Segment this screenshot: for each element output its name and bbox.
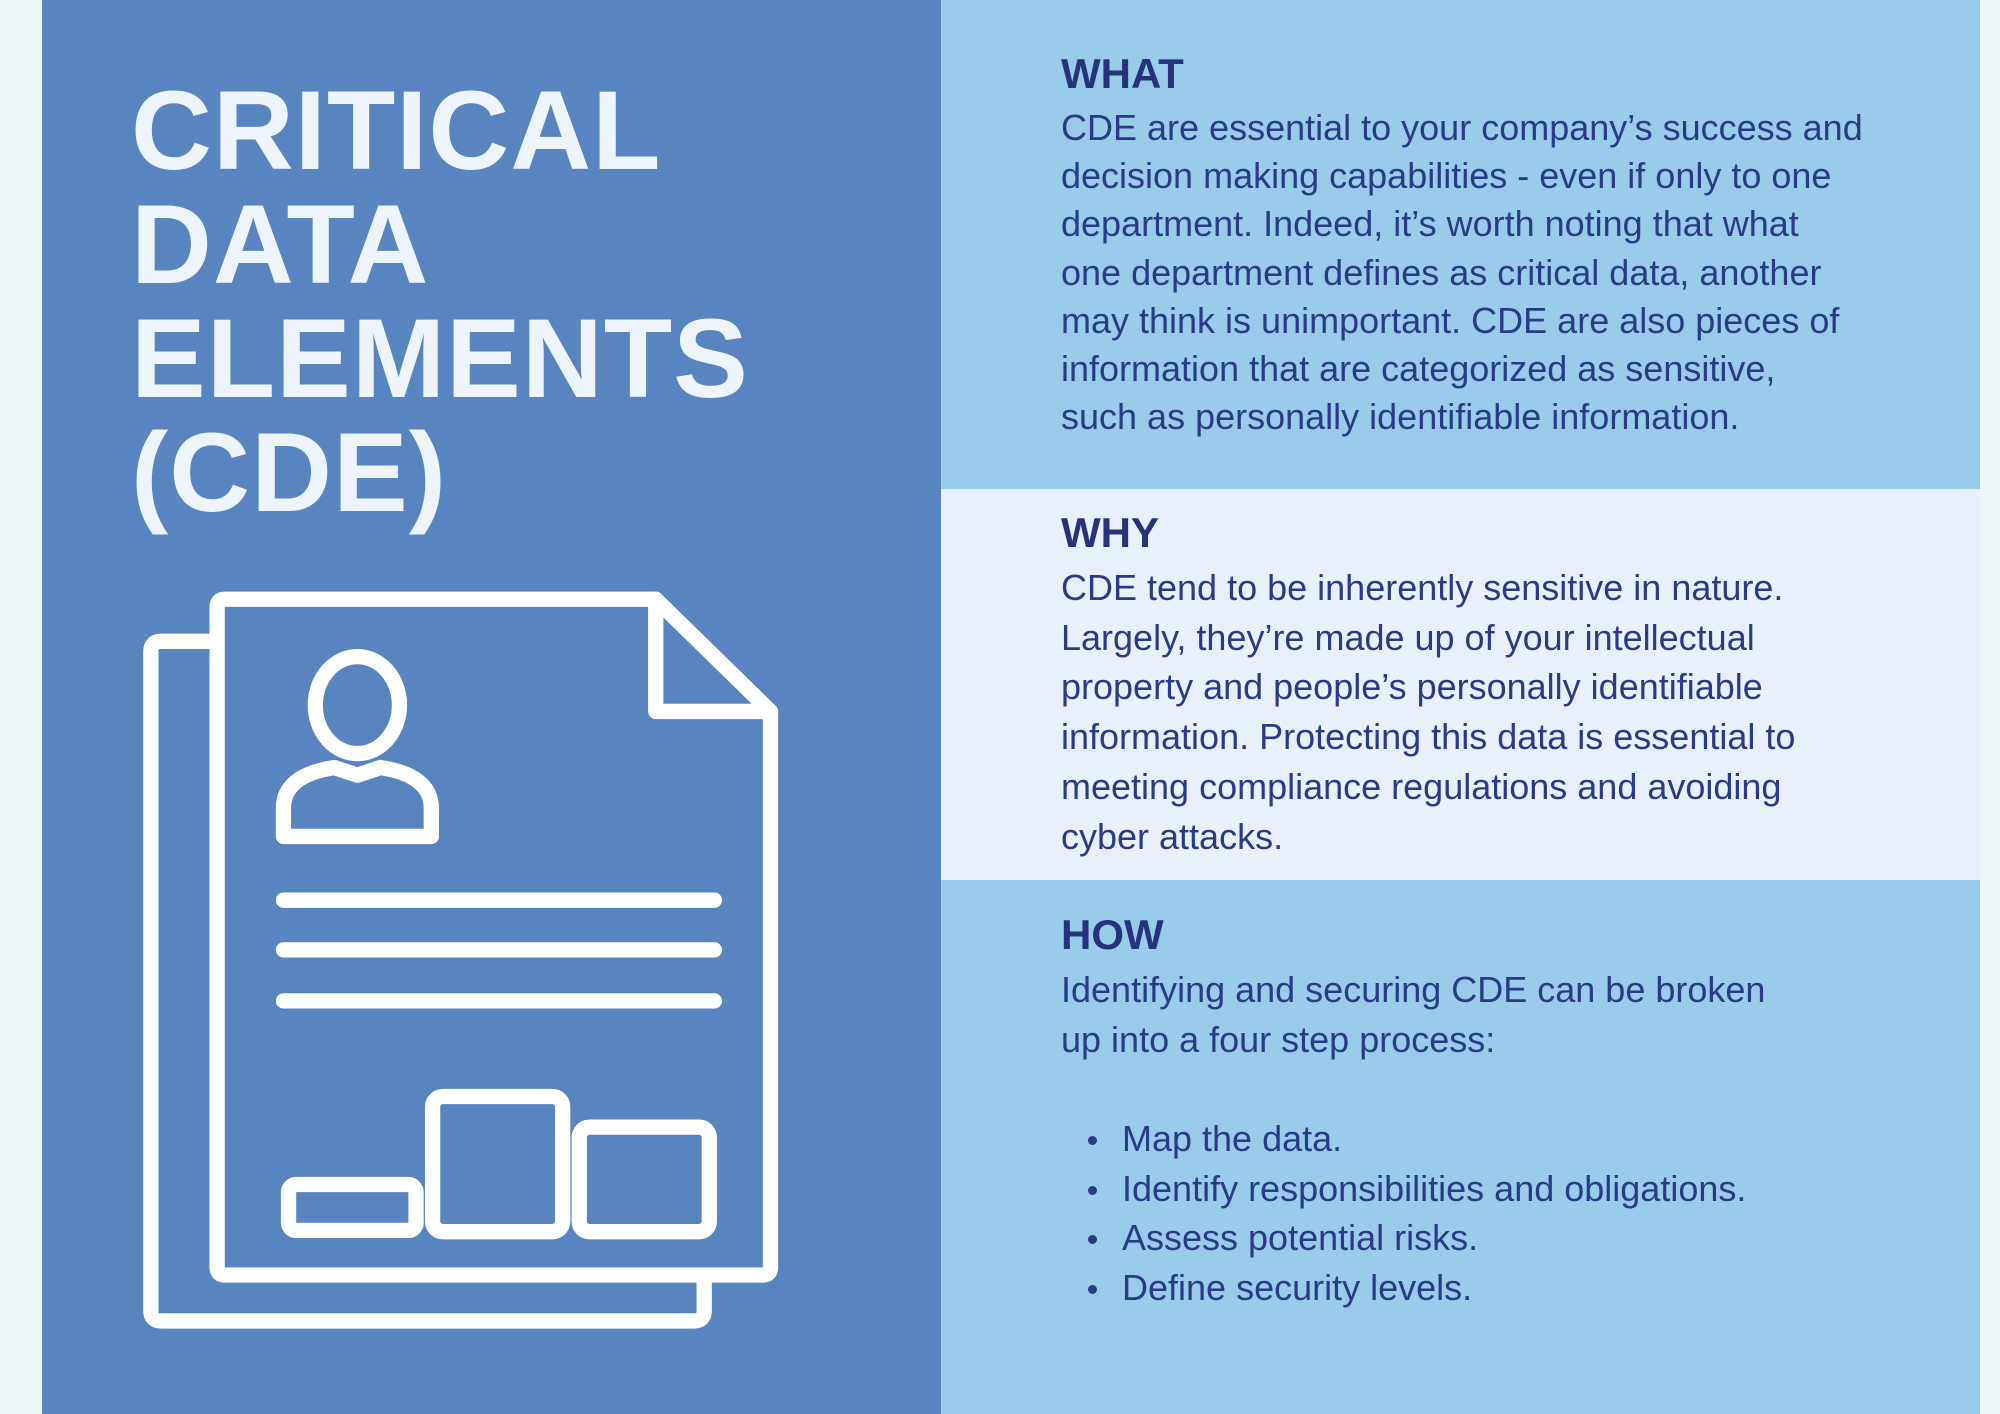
why-heading: WHY	[1061, 509, 1159, 556]
what-heading: WHAT	[1061, 50, 1184, 97]
how-section	[941, 880, 1980, 1414]
title-line: CRITICAL	[131, 68, 662, 193]
title-line: (CDE)	[131, 410, 448, 535]
text-line: CDE are essential to your company’s succ…	[1061, 107, 1863, 148]
list-item: Assess potential risks.	[1088, 1213, 1746, 1263]
what-section	[941, 0, 1980, 489]
text-line: decision making capabilities - even if o…	[1061, 155, 1832, 197]
text-line: such as personally identifiable informat…	[1061, 396, 1740, 438]
text-line: property and people’s personally identif…	[1061, 666, 1763, 708]
what-body: CDE are essential to your company’s succ…	[1061, 104, 1863, 441]
steps-list: Map the data. Identify responsibilities …	[1088, 1114, 1746, 1313]
how-heading: HOW	[1061, 911, 1164, 958]
text-line: CDE tend to be inherently sensitive in n…	[1061, 567, 1784, 608]
text-line: up into a four step process:	[1061, 1018, 1496, 1060]
list-item: Identify responsibilities and obligation…	[1088, 1164, 1746, 1214]
text-line: information that are categorized as sens…	[1061, 348, 1776, 390]
text-line: meeting compliance regulations and avoid…	[1061, 765, 1782, 807]
title-line: DATA	[131, 182, 430, 307]
text-line: Largely, they’re made up of your intelle…	[1061, 616, 1755, 658]
text-line: department. Indeed, it’s worth noting th…	[1061, 203, 1799, 245]
title-line: ELEMENTS	[131, 296, 749, 421]
why-section	[941, 489, 1980, 880]
text-line: one department defines as critical data,…	[1061, 251, 1822, 293]
list-item: Define security levels.	[1088, 1263, 1746, 1313]
text-line: Identifying and securing CDE can be brok…	[1061, 969, 1766, 1010]
why-body: CDE tend to be inherently sensitive in n…	[1061, 563, 1795, 861]
text-line: cyber attacks.	[1061, 815, 1284, 857]
list-item: Map the data.	[1088, 1114, 1746, 1164]
text-line: may think is unimportant. CDE are also p…	[1061, 299, 1840, 341]
left-panel	[42, 0, 941, 1414]
how-body: Identifying and securing CDE can be brok…	[1061, 965, 1765, 1064]
text-line: information. Protecting this data is ess…	[1061, 716, 1796, 758]
page-title: CRITICAL DATA ELEMENTS (CDE)	[131, 74, 749, 530]
